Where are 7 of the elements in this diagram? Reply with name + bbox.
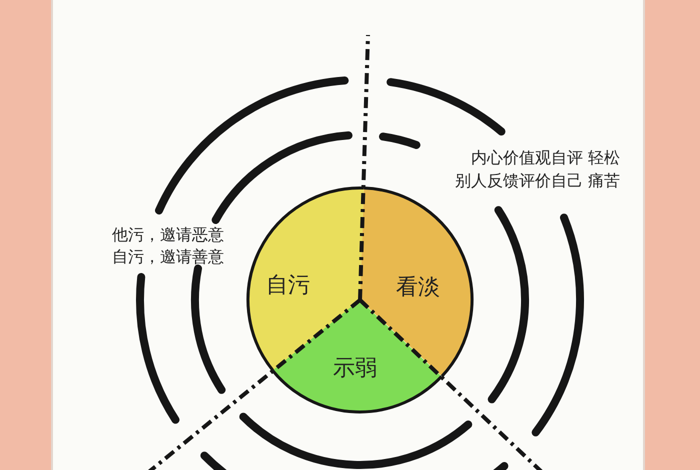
- sector-label: 示弱: [332, 355, 377, 383]
- note-text: 自污，邀请善意: [112, 246, 224, 268]
- note-text: 别人反馈评价自己 痛苦: [454, 170, 620, 192]
- note-text: 内心价值观自评 轻松: [470, 147, 620, 169]
- sector-label: 看淡: [396, 274, 440, 302]
- note-text: 他污，邀请恶意: [112, 224, 224, 246]
- sector-label: 自污: [266, 272, 310, 300]
